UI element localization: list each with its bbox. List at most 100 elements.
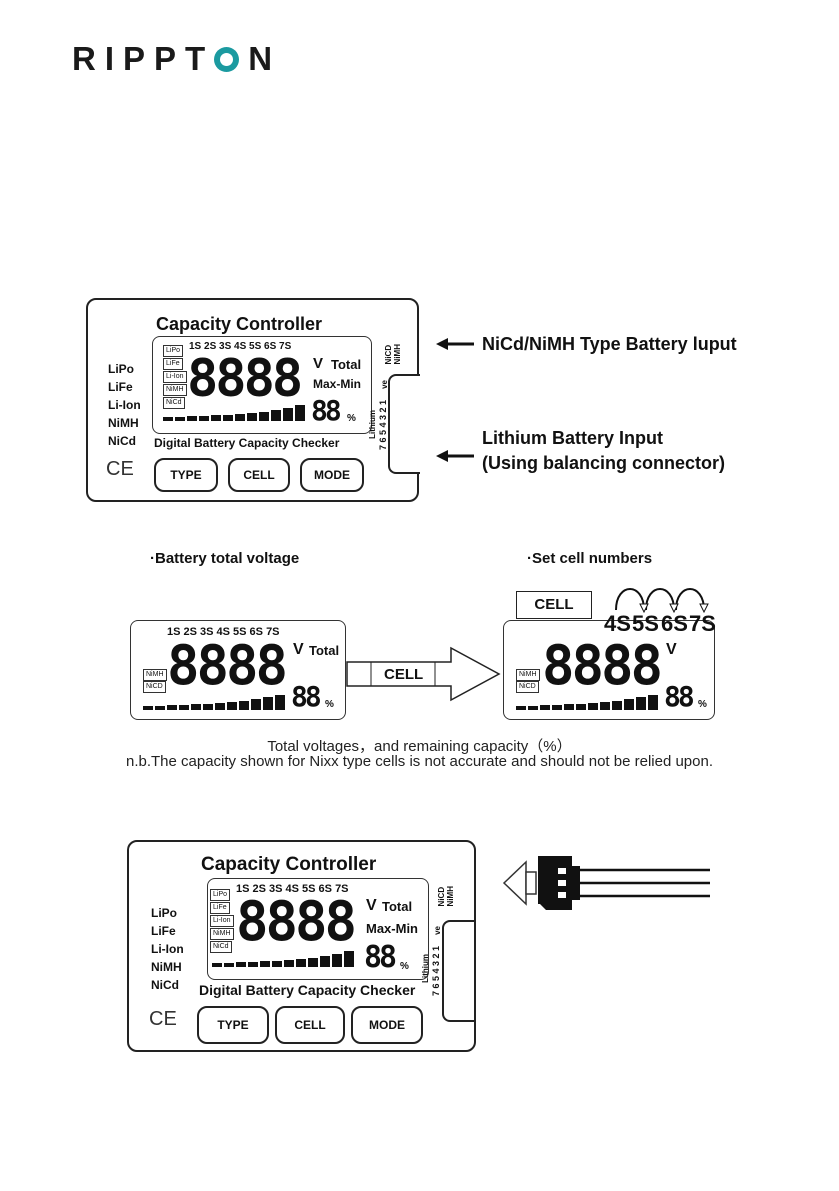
cell-big-arrow-icon xyxy=(346,646,501,702)
type-button[interactable]: TYPE xyxy=(197,1006,269,1044)
battery-type-item: NiMH xyxy=(151,960,182,974)
lcd-type-box: NiCD xyxy=(516,681,539,693)
nicd-arrow-icon xyxy=(436,338,474,350)
lcd-type-box: LiPo xyxy=(210,889,231,901)
lcd-type-box: LiFe xyxy=(163,358,183,370)
bottom-nicd-label: NiCD NiMH xyxy=(437,886,455,907)
lcd-digits: 8888 xyxy=(187,349,303,409)
lcd-percent-sign: % xyxy=(400,961,409,972)
lcd-maxmin: Max-Min xyxy=(366,921,418,936)
bottom-connector-notch xyxy=(442,920,474,1022)
right-lcd-percent-sign: % xyxy=(698,699,707,710)
lcd-type-box: NiCd xyxy=(163,397,185,409)
bottom-ve-label: ve xyxy=(433,926,442,935)
bottom-device-title: Capacity Controller xyxy=(201,854,377,875)
mode-button[interactable]: MODE xyxy=(351,1006,423,1044)
battery-type-item: LiPo xyxy=(151,906,177,920)
left-lcd-level-bar xyxy=(143,695,285,710)
lcd-type-box: NiCD xyxy=(143,681,166,693)
lcd-unit-v: V xyxy=(366,897,377,914)
battery-type-item: LiFe xyxy=(151,924,176,938)
brand-name-right: N xyxy=(248,40,282,77)
battery-type-item: NiCd xyxy=(151,978,179,992)
left-lcd-digits: 8888 xyxy=(167,634,288,697)
cell-arrow-label: CELL xyxy=(384,666,424,683)
top-device: Capacity Controller LiPo LiFe Li-Ion NiM… xyxy=(86,298,419,502)
right-lcd-digits: 8888 xyxy=(542,634,663,697)
bottom-lithium-label: Lithium xyxy=(421,954,430,983)
lcd-type-box: NiMH xyxy=(516,669,540,681)
lcd-percent-digits: 88 xyxy=(311,394,342,427)
left-lcd-total: Total xyxy=(309,643,340,658)
connector-plug-icon xyxy=(502,856,710,910)
left-lcd-cell-numbers: 1S 2S 3S 4S 5S 6S 7S xyxy=(167,626,280,638)
bottom-battery-type-list: LiPo LiFe Li-Ion NiMH NiCd xyxy=(151,904,184,994)
top-battery-type-list: LiPo LiFe Li-Ion NiMH NiCd xyxy=(108,360,141,450)
lcd-type-box: Li-Ion xyxy=(210,915,234,927)
bottom-lcd: LiPo LiFe Li-Ion NiMH NiCd 1S 2S 3S 4S 5… xyxy=(207,878,429,980)
lcd-type-box: NiMH xyxy=(210,928,234,940)
lcd-type-box: NiMH xyxy=(163,384,187,396)
top-device-title: Capacity Controller xyxy=(156,314,323,334)
type-button[interactable]: TYPE xyxy=(154,458,218,492)
cell-button[interactable]: CELL xyxy=(275,1006,345,1044)
ce-mark: CE xyxy=(106,458,134,480)
right-lcd-cell-7s: 7S xyxy=(689,611,716,636)
right-lcd-percent: 88 xyxy=(664,680,695,713)
top-connector-notch xyxy=(388,374,420,474)
top-lcd: LiPo LiFe Li-Ion NiMH NiCd 1S 2S 3S 4S 5… xyxy=(152,336,372,434)
left-lcd-percent-sign: % xyxy=(325,699,334,710)
lcd-digits: 8888 xyxy=(236,890,357,953)
brand-name-left: RIPPT xyxy=(72,40,215,77)
brand-o-icon xyxy=(214,46,240,72)
battery-type-item: LiPo xyxy=(108,362,134,376)
lcd-percent-digits: 88 xyxy=(364,940,397,975)
top-device-subtitle: Digital Battery Capacity Checker xyxy=(154,436,340,450)
section-label-cell-numbers: ·Set cell numbers xyxy=(527,550,653,567)
top-lithium-label: Lithium xyxy=(368,410,377,439)
lcd-maxmin: Max-Min xyxy=(313,377,361,391)
battery-type-item: Li-Ion xyxy=(108,398,141,412)
lcd-type-box: NiCd xyxy=(210,941,232,953)
lcd-percent-sign: % xyxy=(347,413,356,424)
lcd-level-bar xyxy=(212,951,354,967)
bottom-pin-numbers: 7 6 5 4 3 2 1 xyxy=(431,946,441,997)
lcd-level-bar xyxy=(163,405,305,421)
battery-type-item: NiCd xyxy=(108,434,136,448)
lcd-type-box: LiPo xyxy=(163,345,184,357)
lcd-cell-numbers: 1S 2S 3S 4S 5S 6S 7S xyxy=(189,341,292,352)
cell-button-demo[interactable]: CELL xyxy=(516,591,592,619)
top-pin-numbers: 7 6 5 4 3 2 1 xyxy=(378,400,388,451)
right-lcd: 4S 5S 6S 7S 8888 V NiMH NiCD 88 % xyxy=(503,611,716,720)
right-lcd-cell-6s: 6S xyxy=(661,611,688,636)
lcd-type-box: LiFe xyxy=(210,902,230,914)
cell-cycle-arrows-icon xyxy=(615,588,709,614)
brand-logo: RIPPT N xyxy=(72,40,281,78)
bottom-device: Capacity Controller LiPo LiFe Li-Ion NiM… xyxy=(127,840,476,1052)
lcd-cell-numbers: 1S 2S 3S 4S 5S 6S 7S xyxy=(236,883,349,895)
mode-button[interactable]: MODE xyxy=(300,458,364,492)
ce-mark: CE xyxy=(149,1008,177,1030)
lcd-total: Total xyxy=(382,899,413,914)
left-lcd-percent: 88 xyxy=(291,680,322,713)
lithium-arrow-icon xyxy=(436,450,474,462)
right-lcd-cell-4s: 4S xyxy=(604,611,631,636)
right-lcd-level-bar xyxy=(516,695,658,710)
bottom-device-subtitle: Digital Battery Capacity Checker xyxy=(199,982,416,998)
left-lcd-unit: V xyxy=(293,641,304,658)
lcd-total: Total xyxy=(331,357,362,372)
section-label-total-voltage: ·Battery total voltage xyxy=(150,550,300,567)
left-lcd: 1S 2S 3S 4S 5S 6S 7S 8888 V Total NiMH N… xyxy=(130,620,346,720)
nicd-callout: NiCd/NiMH Type Battery luput xyxy=(482,334,737,354)
lithium-callout-line1: Lithium Battery Input xyxy=(482,428,663,448)
lcd-type-box: Li-Ion xyxy=(163,371,187,383)
battery-type-item: Li-Ion xyxy=(151,942,184,956)
lcd-unit-v: V xyxy=(313,355,324,372)
battery-type-item: NiMH xyxy=(108,416,139,430)
lcd-type-box: NiMH xyxy=(143,669,167,681)
note-line-2: n.b.The capacity shown for Nixx type cel… xyxy=(126,753,713,770)
top-nicd-label: NiCD NiMH xyxy=(384,344,402,365)
cell-button[interactable]: CELL xyxy=(228,458,290,492)
right-lcd-unit: V xyxy=(666,641,677,658)
lithium-callout-line2: (Using balancing connector) xyxy=(482,453,726,473)
